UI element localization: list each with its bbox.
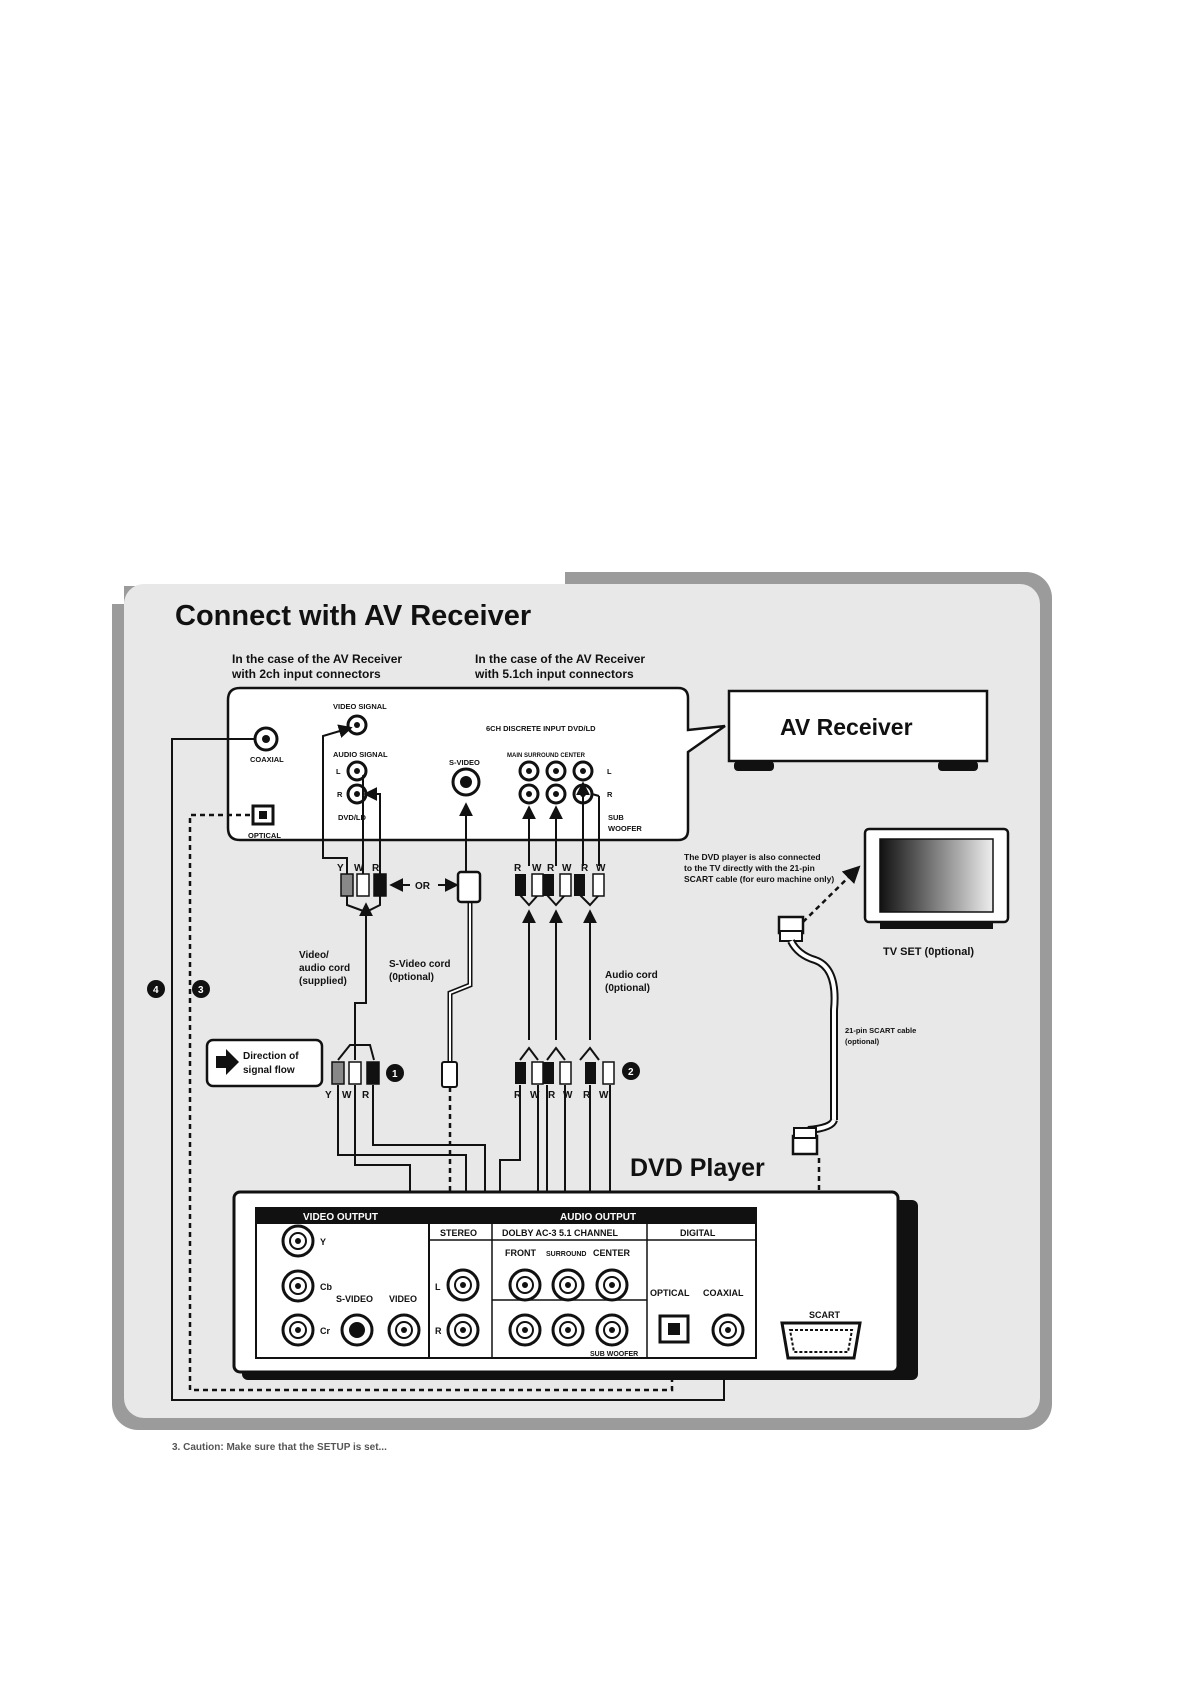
label-audio-signal: AUDIO SIGNAL — [333, 750, 388, 759]
plug-r-upper: R — [372, 863, 380, 874]
video-label: VIDEO — [389, 1294, 417, 1304]
label-video-signal: VIDEO SIGNAL — [333, 702, 387, 711]
tv-note-line3: SCART cable (for euro machine only) — [684, 874, 834, 884]
note-2ch-line2: with 2ch input connectors — [231, 667, 381, 681]
plug-51-r2-upper: R — [547, 863, 555, 874]
plug-y-lower: Y — [325, 1090, 332, 1101]
marker-1-label: 1 — [392, 1069, 398, 1080]
cord-video-audio-3: (supplied) — [299, 976, 347, 987]
label-main-surround-center: MAIN SURROUND CENTER — [507, 753, 586, 759]
video-output-header: VIDEO OUTPUT — [303, 1212, 378, 1223]
plugs-lower — [331, 1061, 615, 1088]
plug-51-w2-lower: W — [563, 1090, 573, 1101]
surround-label: SURROUND — [546, 1251, 586, 1258]
arrow-right-icon — [216, 1049, 239, 1075]
label-dvd-ld: DVD/LD — [338, 813, 367, 822]
legend-line1: Direction of — [243, 1051, 299, 1062]
plug-51-r3-lower: R — [583, 1090, 591, 1101]
dvd-player-title: DVD Player — [630, 1154, 765, 1182]
tv-note-line1: The DVD player is also connected — [684, 852, 821, 862]
front-label: FRONT — [505, 1248, 536, 1258]
center-label: CENTER — [593, 1248, 631, 1258]
dolby-label: DOLBY AC-3 5.1 CHANNEL — [502, 1228, 619, 1238]
marker-4 — [147, 980, 165, 998]
tv-set — [863, 827, 1010, 929]
plug-51-r1-upper: R — [514, 863, 522, 874]
plug-51-w3-upper: W — [596, 863, 606, 874]
y-label: Y — [320, 1237, 326, 1247]
label-r-51: R — [607, 790, 613, 799]
tv-note-line2: to the TV directly with the 21-pin — [684, 863, 815, 873]
signal-flow-legend — [205, 1038, 324, 1088]
scart-cable-line2: (optional) — [845, 1037, 880, 1046]
audio-output-header: AUDIO OUTPUT — [560, 1212, 636, 1223]
cord-s-video-2: (0ptional) — [389, 972, 434, 983]
optical-label: OPTICAL — [650, 1288, 690, 1298]
av-receiver-label: AV Receiver — [780, 714, 913, 740]
plug-w-upper: W — [354, 863, 364, 874]
marker-1 — [386, 1064, 404, 1082]
cb-label: Cb — [320, 1282, 332, 1292]
cord-audio-1: Audio cord — [605, 970, 658, 981]
scart-cable-line1: 21-pin SCART cable — [845, 1026, 916, 1035]
receiver-jacks — [251, 714, 594, 826]
plug-51-r1-lower: R — [514, 1090, 522, 1101]
marker-3 — [192, 980, 210, 998]
stereo-label: STEREO — [440, 1228, 477, 1238]
coaxial-label: COAXIAL — [703, 1288, 744, 1298]
footer-text: 3. Caution: Make sure that the SETUP is … — [172, 1442, 387, 1453]
plug-51-w1-lower: W — [530, 1090, 540, 1101]
player-jacks — [281, 1224, 862, 1360]
plug-51-w2-upper: W — [562, 863, 572, 874]
tv-label: TV SET (0ptional) — [883, 946, 974, 958]
label-r-rx: R — [337, 790, 343, 799]
label-discrete: 6CH DISCRETE INPUT DVD/LD — [486, 724, 596, 733]
label-s-video-rx: S-VIDEO — [449, 758, 480, 767]
label-optical-rx: OPTICAL — [248, 831, 281, 840]
note-51ch-line1: In the case of the AV Receiver — [475, 652, 645, 666]
note-2ch-line1: In the case of the AV Receiver — [232, 652, 402, 666]
cord-s-video-1: S-Video cord — [389, 959, 451, 970]
plug-r-lower: R — [362, 1090, 370, 1101]
label-l-51: L — [607, 767, 612, 776]
plugs-upper — [340, 870, 605, 904]
plug-51-w3-lower: W — [599, 1090, 609, 1101]
av-receiver-box — [727, 689, 989, 771]
marker-3-label: 3 — [198, 985, 204, 996]
scart-label: SCART — [809, 1310, 841, 1320]
digital-label: DIGITAL — [680, 1228, 716, 1238]
marker-2-label: 2 — [628, 1067, 634, 1078]
plug-51-r3-upper: R — [581, 863, 589, 874]
plug-51-w1-upper: W — [532, 863, 542, 874]
cord-audio-2: (0ptional) — [605, 983, 650, 994]
plug-y-upper: Y — [337, 863, 344, 874]
cr-label: Cr — [320, 1326, 330, 1336]
cord-video-audio-2: audio cord — [299, 963, 350, 974]
marker-4-label: 4 — [153, 985, 159, 996]
label-coaxial-rx: COAXIAL — [250, 755, 284, 764]
diagram-title: Connect with AV Receiver — [175, 600, 531, 632]
plug-or: OR — [415, 881, 431, 892]
note-51ch-line2: with 5.1ch input connectors — [474, 667, 634, 681]
plug-w-lower: W — [342, 1090, 352, 1101]
label-l-rx: L — [336, 767, 341, 776]
plug-51-r2-lower: R — [548, 1090, 556, 1101]
r-label: R — [435, 1326, 442, 1336]
cord-video-audio-1: Video/ — [299, 950, 329, 961]
label-woofer: WOOFER — [608, 824, 642, 833]
label-sub: SUB — [608, 813, 624, 822]
marker-2 — [622, 1062, 640, 1080]
s-video-label: S-VIDEO — [336, 1294, 373, 1304]
sub-woofer-label: SUB WOOFER — [590, 1351, 638, 1358]
legend-line2: signal flow — [243, 1065, 295, 1076]
l-label: L — [435, 1282, 441, 1292]
